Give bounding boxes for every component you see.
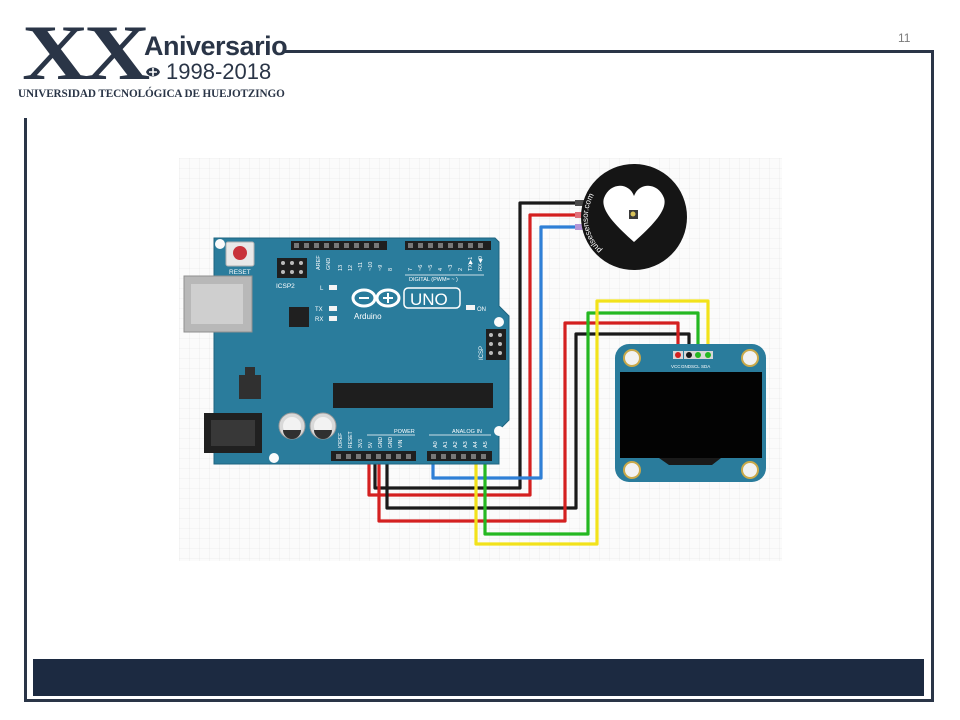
digital-pin-label-10: ~3 [448, 265, 454, 271]
board-brand: Arduino [354, 312, 382, 321]
digital-label: DIGITAL (PWM= ~ ) [409, 277, 458, 283]
power-pin-label-6: VIN [398, 439, 404, 448]
pulse-sensor: pulsesensor.com [575, 164, 687, 270]
analog-label: ANALOG IN [452, 429, 482, 435]
digital-pin-label-9: 4 [438, 268, 444, 271]
power-pin-label-5: GND [388, 437, 394, 449]
frame-bottom-line [24, 699, 934, 702]
board-name: UNO [410, 290, 448, 309]
wire-oled-scl [483, 311, 700, 536]
power-pin-label-1: RESET [348, 431, 354, 448]
oled-mount-hole-4 [741, 461, 759, 479]
digital-pin-label-5: 8 [388, 268, 394, 271]
mounting-hole-3 [494, 426, 504, 436]
analog-pin-label-5: A5 [483, 441, 489, 448]
digital-pin-label-3: ~10 [368, 262, 374, 271]
led-on-label: ON [477, 307, 486, 313]
logo-numeral: XX [22, 9, 150, 96]
logo-years: 1998-2018 [166, 59, 272, 84]
logo-emblem-icon [146, 67, 160, 77]
small-chip [289, 307, 309, 327]
analog-pin-label-4: A4 [473, 441, 479, 448]
power-pin-label-3: 5V [368, 441, 374, 448]
logo-title: Aniversario [144, 31, 288, 61]
wire-sensor-gnd [373, 201, 581, 490]
analog-pin-label-2: A2 [453, 441, 459, 448]
power-pin-labels: IOREF RESET 3V3 5V GND GND VIN [338, 431, 404, 448]
logo-university-name: UNIVERSIDAD TECNOLÓGICA DE HUEJOTZINGO [18, 88, 285, 100]
gnd-top-label: GND [326, 258, 332, 270]
arduino-logo-icon [351, 288, 401, 308]
analog-header [427, 451, 492, 461]
mounting-hole-4 [269, 453, 279, 463]
oled-pin-label-1: GND [681, 364, 692, 369]
footer-band [33, 659, 924, 696]
oled-mount-hole-3 [623, 461, 641, 479]
led-rx-label: RX [315, 317, 323, 323]
oled-pin-label-3: SDA [701, 364, 710, 369]
frame-left-line [24, 118, 27, 702]
frame-right-line [931, 50, 934, 702]
wire-oled-gnd [385, 332, 691, 510]
oled-mount-hole-1 [623, 349, 641, 367]
digital-pin-label-0: 13 [338, 265, 344, 271]
regulator [239, 375, 261, 399]
icsp2-label: ICSP2 [276, 283, 295, 290]
digital-pin-label-7: ~6 [418, 265, 424, 271]
power-pin-label-4: GND [378, 437, 384, 449]
analog-pin-label-0: A0 [433, 441, 439, 448]
frame-top-line [284, 50, 934, 53]
led-tx [329, 306, 337, 311]
wire-sensor-vcc [367, 213, 581, 497]
page-number: 11 [898, 31, 911, 45]
analog-pin-label-1: A1 [443, 441, 449, 448]
led-l-label: L [320, 286, 324, 292]
oled-pin-label-0: VCC [671, 364, 681, 369]
digital-pin-label-12: TX▶1 [468, 257, 474, 271]
oled-mount-hole-2 [741, 349, 759, 367]
wire-oled-sda [474, 299, 710, 546]
icsp-header [486, 329, 506, 360]
power-pin-label-2: 3V3 [358, 439, 364, 448]
digital-pin-labels: 13 12 ~11 ~10 ~9 8 7 ~6 ~5 4 ~3 2 TX▶1 RX◀0 [338, 256, 484, 271]
led-l [329, 285, 337, 290]
digital-pin-label-6: 7 [408, 268, 414, 271]
analog-pin-label-3: A3 [463, 441, 469, 448]
uno-badge [403, 287, 461, 309]
icsp2-header [277, 258, 307, 278]
wires [367, 201, 710, 546]
wire-sensor-signal [431, 225, 581, 480]
digital-pin-label-4: ~9 [378, 265, 384, 271]
digital-pin-label-13: RX◀0 [478, 256, 484, 271]
led-rx [329, 316, 337, 321]
power-header [331, 451, 416, 461]
led-on [466, 305, 475, 310]
power-pin-label-0: IOREF [338, 433, 344, 448]
power-label: POWER [394, 429, 415, 435]
mounting-hole-1 [215, 239, 225, 249]
oled-screen [620, 372, 762, 458]
analog-pin-labels: A0 A1 A2 A3 A4 A5 [433, 441, 489, 448]
led-tx-label: TX [315, 307, 323, 313]
digital-pin-label-1: 12 [348, 265, 354, 271]
aref-label: AREF [316, 255, 322, 270]
reset-label: RESET [229, 269, 251, 276]
icsp-label: ICSP [479, 346, 485, 360]
wire-oled-vcc [377, 321, 680, 523]
university-logo: XX Aniversario 1998-2018 UNIVERSIDAD TEC… [18, 9, 288, 104]
digital-pin-label-8: ~5 [428, 265, 434, 271]
digital-pin-label-11: 2 [458, 268, 464, 271]
mounting-hole-2 [494, 317, 504, 327]
digital-pin-label-2: ~11 [358, 262, 364, 271]
oled-pin-label-2: SCL [691, 364, 700, 369]
microcontroller [333, 383, 493, 408]
